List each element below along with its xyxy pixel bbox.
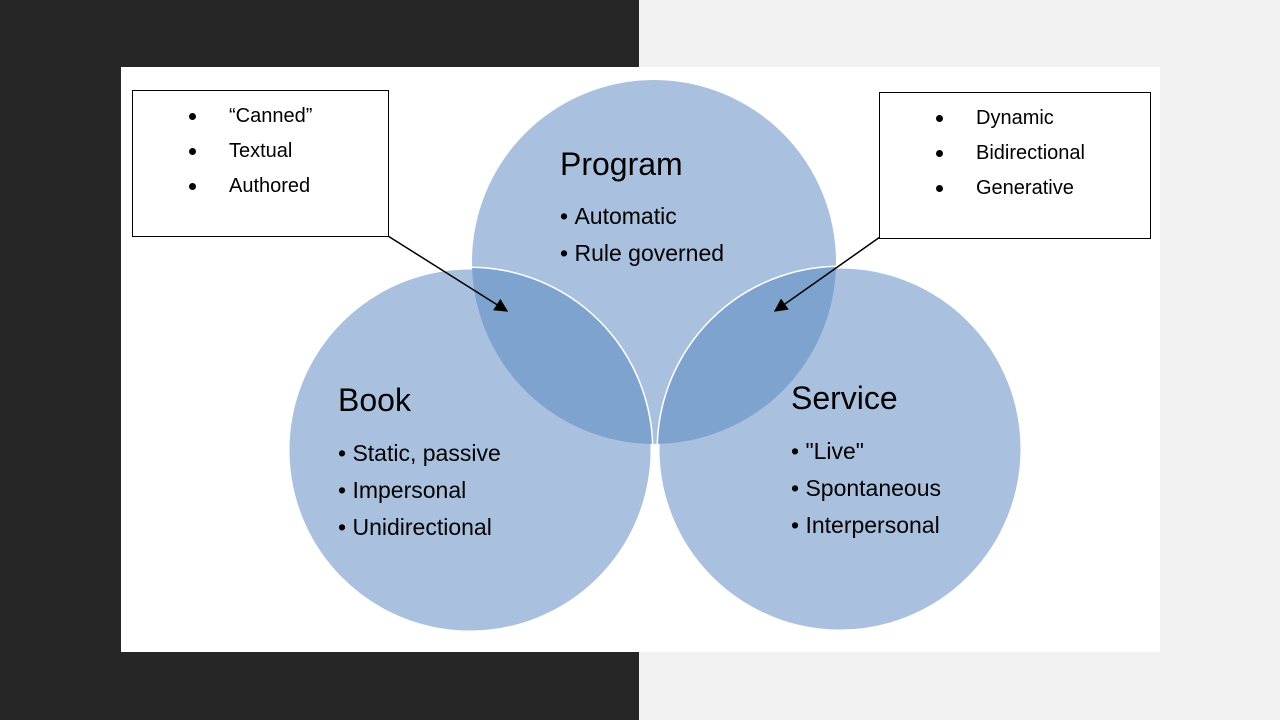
list-item: Impersonal [338,472,501,509]
list-item: Textual [189,134,312,169]
list-item: Rule governed [560,235,724,272]
program-service-overlap [658,267,836,444]
slide: Program Automatic Rule governed Book Sta… [121,67,1160,652]
list-item: Interpersonal [791,507,941,544]
left-callout-box: “Canned” Textual Authored [132,90,389,237]
program-list: Automatic Rule governed [560,198,724,272]
service-title: Service [791,380,898,416]
list-item: Spontaneous [791,470,941,507]
right-callout-list: Dynamic Bidirectional Generative [936,101,1085,206]
book-list: Static, passive Impersonal Unidirectiona… [338,435,501,546]
list-item: Unidirectional [338,509,501,546]
program-title: Program [560,146,683,182]
list-item: “Canned” [189,99,312,134]
list-item: Generative [936,171,1085,206]
program-book-overlap [472,268,652,444]
list-item: Bidirectional [936,136,1085,171]
list-item: "Live" [791,433,941,470]
book-title: Book [338,382,411,418]
left-callout-arrow [387,235,509,312]
list-item: Automatic [560,198,724,235]
list-item: Static, passive [338,435,500,472]
service-list: "Live" Spontaneous Interpersonal [791,433,941,544]
list-item: Authored [189,169,312,204]
list-item: Dynamic [936,101,1085,136]
left-callout-list: “Canned” Textual Authored [189,99,312,204]
right-callout-arrow [773,236,881,312]
right-callout-box: Dynamic Bidirectional Generative [879,92,1151,239]
